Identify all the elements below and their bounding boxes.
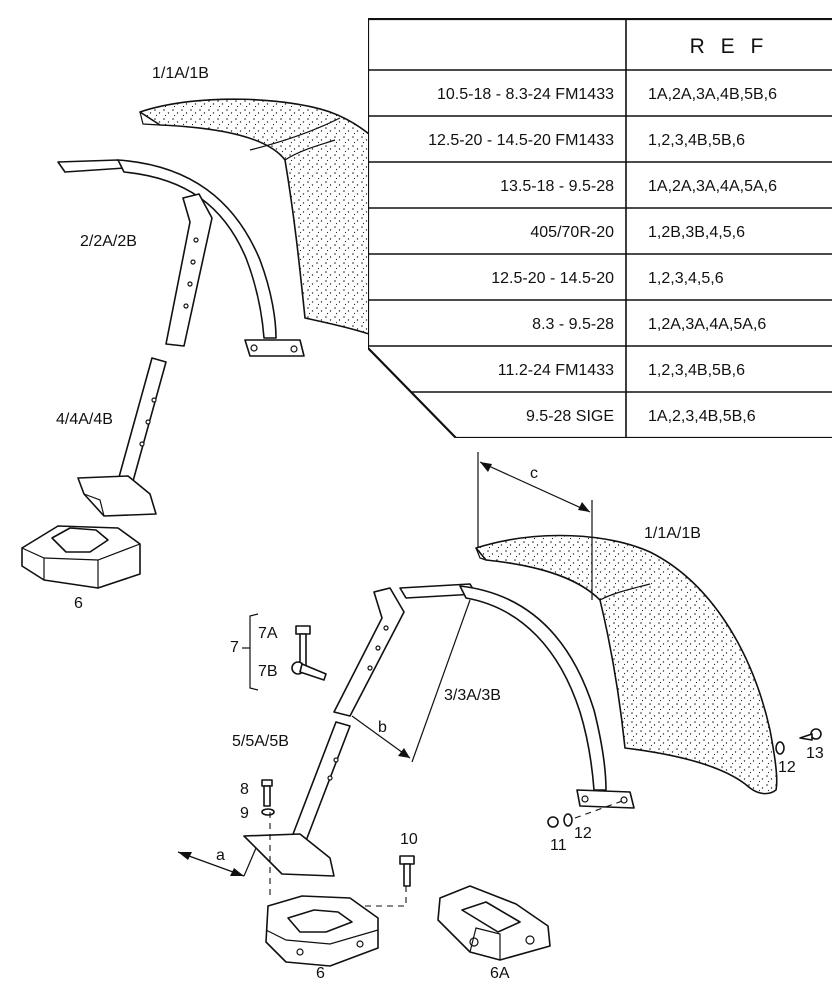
callout-bracket-bottom: 3/3A/3B: [444, 687, 501, 704]
table-cell-ref: 1,2,3,4B,5B,6: [648, 132, 745, 149]
callout-bracket-top: 2/2A/2B: [80, 233, 137, 250]
table-cell-tyre: 11.2-24 FM1433: [498, 362, 614, 379]
table-cell-ref: 1,2,3,4B,5B,6: [648, 362, 745, 379]
dimension-b-label: b: [378, 719, 387, 736]
callout-washer-9: 9: [240, 805, 249, 822]
table-header-ref: R E F: [690, 35, 769, 58]
base-bottom-drawing: [265, 895, 379, 967]
callout-fender-bottom: 1/1A/1B: [644, 525, 701, 542]
table-cell-tyre: 405/70R-20: [530, 224, 614, 241]
bracket-bottom-drawing: [333, 583, 635, 809]
callout-base-6a: 6A: [490, 965, 510, 982]
table-cell-ref: 1,2B,3B,4,5,6: [648, 224, 745, 241]
table-cell-tyre: 12.5-20 - 14.5-20 FM1433: [428, 132, 614, 149]
callout-fender-top: 1/1A/1B: [152, 65, 209, 82]
table-cell-ref: 1,2,3,4,5,6: [648, 270, 724, 287]
callout-bolt-kit: 7: [230, 639, 239, 656]
table-cell-ref: 1A,2A,3A,4A,5A,6: [648, 178, 777, 195]
callout-support-top: 4/4A/4B: [56, 411, 113, 428]
callout-bolt-7b: 7B: [258, 663, 278, 680]
callout-base-top: 6: [74, 595, 83, 612]
base-6a-drawing: [437, 885, 551, 961]
dimension-a-label: a: [216, 847, 225, 864]
reference-table: R E F 10.5-18 - 8.3-24 FM1433 1A,2A,3A,4B…: [368, 18, 832, 438]
bracket-top-drawing: [57, 159, 305, 357]
callout-base-bottom: 6: [316, 965, 325, 982]
support-bottom-drawing: [243, 721, 351, 877]
callout-bolt-10: 10: [400, 831, 418, 848]
table-cell-tyre: 10.5-18 - 8.3-24 FM1433: [437, 86, 614, 103]
table-cell-tyre: 12.5-20 - 14.5-20: [491, 270, 614, 287]
bolt-kit-drawing: [242, 613, 327, 691]
table-cell-tyre: 13.5-18 - 9.5-28: [500, 178, 614, 195]
table-cell-ref: 1A,2A,3A,4B,5B,6: [648, 86, 777, 103]
table-cell-tyre: 8.3 - 9.5-28: [532, 316, 614, 333]
base-top-drawing: [21, 525, 141, 589]
table-cell-ref: 1A,2,3,4B,5B,6: [648, 408, 756, 425]
callout-screw-13: 13: [806, 745, 824, 762]
callout-bolt-8: 8: [240, 781, 249, 798]
callout-washer-12b: 12: [778, 759, 796, 776]
dimension-c-label: c: [530, 465, 538, 482]
callout-bolt-7a: 7A: [258, 625, 278, 642]
fender-bottom-drawing: [475, 534, 778, 795]
table-cell-ref: 1,2A,3A,4A,5A,6: [648, 316, 766, 333]
callout-support-bottom: 5/5A/5B: [232, 733, 289, 750]
hardware-drawing: [261, 728, 822, 907]
callout-washer-12a: 12: [574, 825, 592, 842]
dimension-lines: [177, 452, 593, 877]
support-top-drawing: [77, 357, 167, 517]
callout-nut-11: 11: [550, 837, 567, 854]
table-cell-tyre: 9.5-28 SIGE: [526, 408, 614, 425]
